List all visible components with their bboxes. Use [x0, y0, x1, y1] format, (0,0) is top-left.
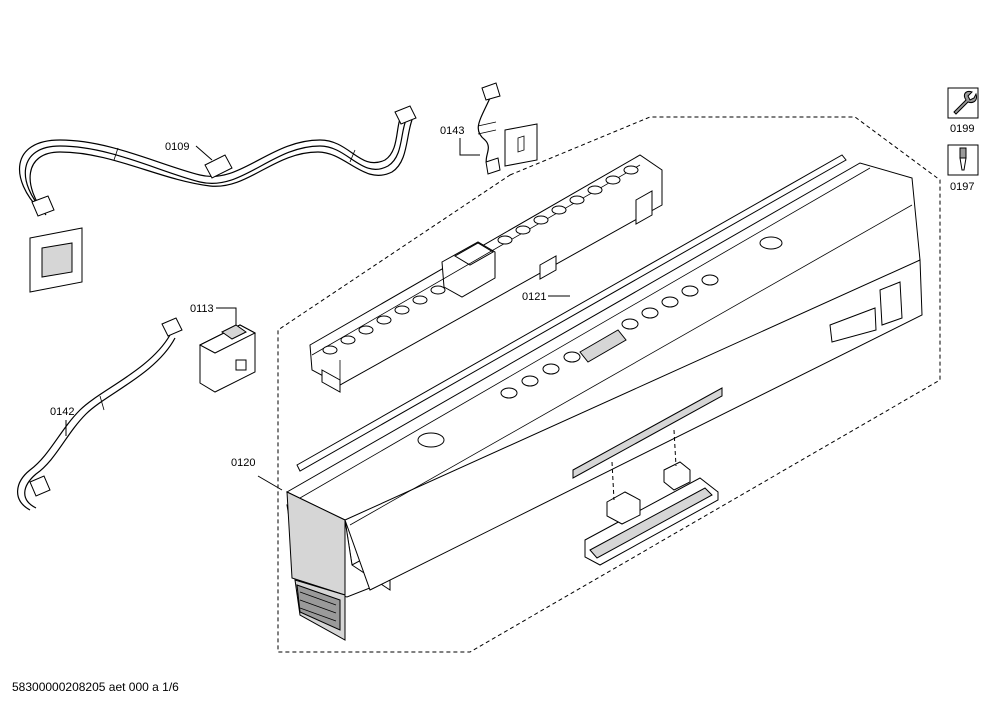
wiring-harness-0109[interactable] — [18, 105, 417, 217]
button[interactable] — [661, 296, 679, 308]
part-detail-box — [29, 227, 83, 293]
part-label-0142: 0142 — [50, 406, 74, 418]
part-label-0120: 0120 — [231, 457, 255, 469]
button[interactable] — [563, 351, 581, 363]
tool-number-0197: 0197 — [950, 181, 974, 193]
part-label-0109: 0109 — [165, 141, 189, 153]
button-large-left[interactable] — [417, 432, 445, 448]
part-label-0143: 0143 — [440, 125, 464, 137]
electronic-module[interactable] — [309, 154, 663, 393]
tool-number-0199: 0199 — [950, 123, 974, 135]
button[interactable] — [681, 285, 699, 297]
part-label-0113: 0113 — [190, 303, 214, 315]
connector-block-0113[interactable] — [198, 324, 257, 393]
wrench-icon — [947, 87, 979, 119]
button-large-right[interactable] — [759, 236, 783, 250]
wiring-harness-0143[interactable] — [477, 82, 501, 175]
document-reference: 58300000208205 aet 000 a 1/6 — [12, 680, 179, 694]
button[interactable] — [621, 318, 639, 330]
button[interactable] — [500, 387, 518, 399]
connector-cells — [322, 165, 639, 355]
button[interactable] — [542, 363, 560, 375]
handle-slot — [572, 387, 723, 479]
part-detail-box-0143 — [504, 123, 538, 167]
control-panel-fascia[interactable] — [285, 162, 923, 641]
trim-strip[interactable] — [296, 154, 847, 472]
door-latch[interactable] — [584, 429, 719, 566]
button[interactable] — [521, 375, 539, 387]
assembly-boundary — [277, 116, 941, 653]
button[interactable] — [641, 307, 659, 319]
button[interactable] — [701, 274, 719, 286]
display-window — [579, 329, 627, 363]
wiring-harness-0142[interactable] — [17, 317, 183, 511]
screwdriver-icon — [947, 144, 979, 176]
part-label-0121: 0121 — [522, 291, 546, 303]
